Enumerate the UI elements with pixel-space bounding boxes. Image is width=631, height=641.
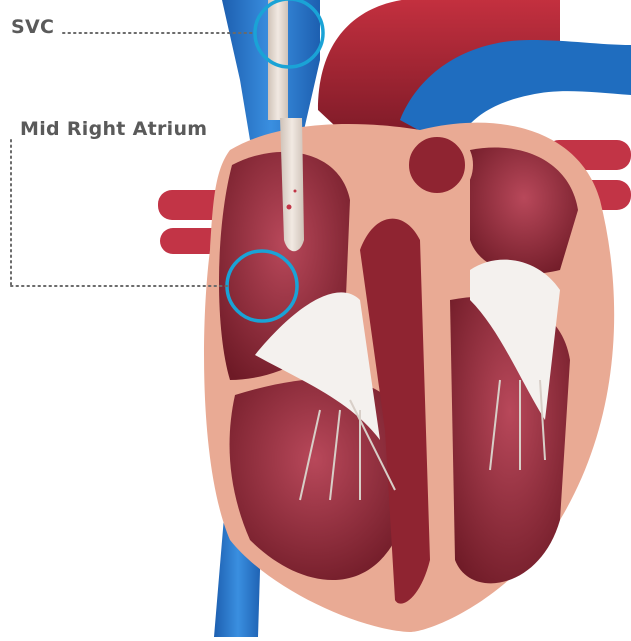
aortic-valve bbox=[405, 133, 469, 197]
mid-right-atrium-label: Mid Right Atrium bbox=[20, 118, 207, 140]
svc-label: SVC bbox=[11, 16, 54, 38]
